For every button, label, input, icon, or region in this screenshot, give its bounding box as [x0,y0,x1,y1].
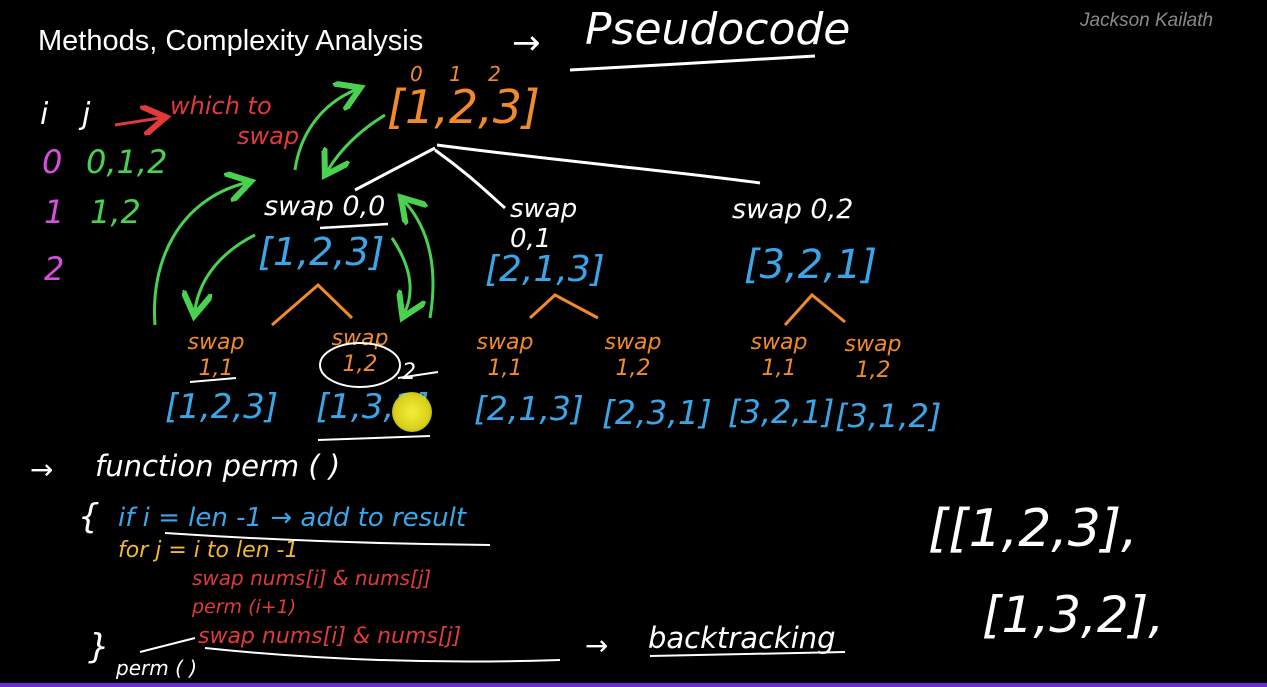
green-arrow [293,90,355,171]
root-branch-mid [434,148,506,210]
bottom-bar [0,683,1267,687]
brace-open: { [78,497,100,537]
legend-swap: swap [237,122,300,150]
perm-call-2: perm ( ) [116,656,198,680]
root-branch-right [436,143,761,185]
page-title: Methods, Complexity Analysis [38,25,424,57]
level2-array: [3,1,2] [835,397,942,435]
function-signature: function perm ( ) [95,449,341,483]
legend-j-label: j [82,97,91,132]
array-underline [317,435,431,441]
branch-l3 [783,292,846,327]
green-arrow [405,202,435,319]
highlight-circle [319,342,401,388]
backtracking-arrow: → [585,629,609,662]
level1-label: swap 0,2 [732,194,854,225]
level1-array: [3,2,1] [744,242,877,288]
title-arrow: → [512,23,541,63]
swap00-underline [319,222,389,230]
perm-arrow [139,637,196,653]
root-indices: 0 1 2 [410,62,511,86]
annotation-line [397,371,439,379]
legend-row-i: 2 [44,250,65,288]
for-line: for j = i to len -1 [118,538,299,563]
level2-label: swap 1,2 [604,330,662,381]
swap-line-2: swap nums[i] & nums[j] [198,624,462,649]
level2-label: swap 1,2 [331,326,389,377]
if-underline [164,532,491,546]
legend-i-label: i [40,97,49,132]
legend-which-to: which to [170,92,272,120]
green-arrow [328,113,386,170]
backtracking-underline [649,651,846,657]
branch-l1 [271,282,354,327]
swap11-underline [189,377,237,383]
legend-row-j: 0,1,2 [86,143,168,181]
backtracking-label: backtracking [648,621,836,655]
function-arrow: → [30,453,54,486]
author-watermark: Jackson Kailath [1080,10,1214,31]
level1-array: [2,1,3] [485,249,605,290]
level2-array: [2,1,3] [474,389,584,428]
legend-row-i: 0 [42,143,63,181]
level2-array: [2,3,1] [602,393,712,432]
swap2-underline [204,647,561,663]
which-to-arrow [114,118,160,125]
level2-label: swap 1,1 [476,330,534,381]
result-line-1: [[1,2,3], [928,499,1138,559]
perm-call: perm (i+1) [192,596,297,618]
level2-array: [3,2,1] [728,393,835,431]
green-arrow [390,237,410,312]
branch-l2 [528,293,599,320]
pseudocode-heading: Pseudocode [585,4,851,55]
legend-row-j: 1,2 [90,193,141,231]
cursor-pointer [392,392,432,432]
green-arrow [195,233,256,310]
result-line-2: [1,3,2], [982,586,1165,644]
swap-line-1: swap nums[i] & nums[j] [192,566,432,590]
level2-label: swap 1,1 [750,330,808,381]
level1-label: swap 0,1 [510,194,578,254]
root-array: [1,2,3] [387,80,540,134]
if-line: if i = len -1 → add to result [118,503,467,533]
root-branch-left [354,146,436,192]
level1-label: swap 0,0 [264,191,386,222]
level2-array: [1,2,3] [165,387,279,427]
title-underline [569,54,816,72]
level2-label: swap 1,2 [844,332,902,383]
legend-row-i: 1 [44,193,65,231]
annotation-two: 2 [402,360,416,385]
level2-label: swap 1,1 [187,330,245,381]
level1-array: [1,2,3] [258,230,385,274]
green-arrow [152,183,245,326]
brace-close: } [88,627,110,667]
